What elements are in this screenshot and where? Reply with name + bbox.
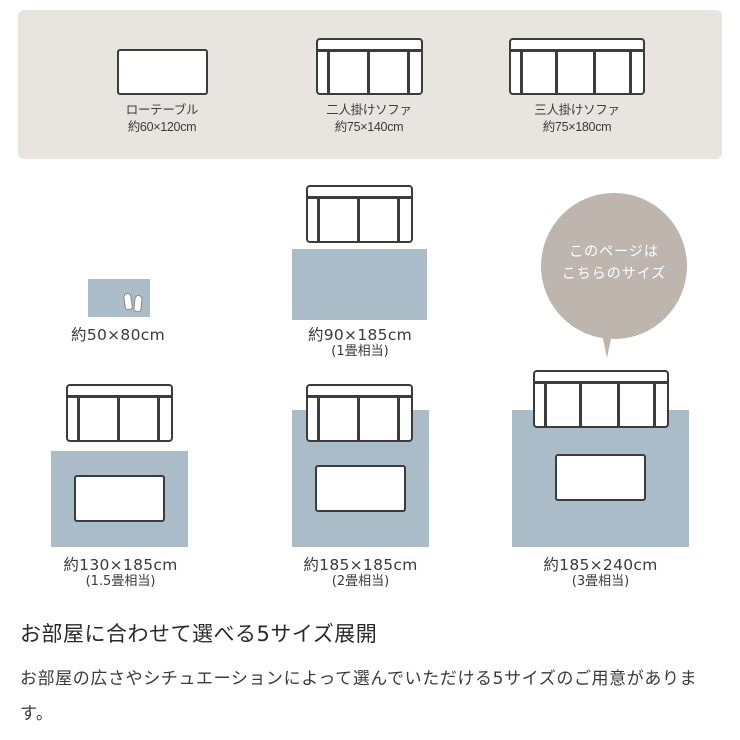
two-seat-sofa-icon: [66, 384, 173, 442]
size-label-130x185: 約130×185cm (1.5畳相当): [48, 556, 193, 590]
low-table-icon: [74, 475, 165, 522]
two-seat-sofa-icon: [306, 384, 413, 442]
size-label-185x185: 約185×185cm (2畳相当): [288, 556, 433, 590]
legend-label: 三人掛けソファ: [534, 103, 620, 117]
size-label-185x240: 約185×240cm (3畳相当): [528, 556, 673, 590]
rug-90x185: [292, 249, 427, 320]
size-label-50x80: 約50×80cm: [48, 326, 188, 344]
low-table-icon: [315, 465, 406, 512]
section-description: お部屋の広さやシチュエーションによって選んでいただける5サイズのご用意があります…: [20, 669, 698, 724]
section-heading: お部屋に合わせて選べる5サイズ展開: [20, 622, 378, 646]
two-seat-sofa-icon: [316, 38, 423, 95]
three-seat-sofa-icon: [509, 38, 645, 95]
legend-item-low-table: ローテーブル 約60×120cm: [92, 102, 232, 136]
legend-size: 約60×120cm: [127, 120, 197, 134]
legend-item-three-seat-sofa: 三人掛けソファ 約75×180cm: [507, 102, 647, 136]
legend-size: 約75×140cm: [334, 120, 404, 134]
callout-pointer: [602, 334, 612, 358]
size-dimensions: 約90×185cm: [307, 326, 413, 344]
low-table-icon: [117, 49, 208, 95]
legend-label: ローテーブル: [125, 103, 199, 117]
tatami-equivalent: (1.5畳相当): [85, 574, 156, 589]
tatami-equivalent: (2畳相当): [331, 574, 390, 589]
three-seat-sofa-icon: [533, 370, 669, 428]
size-dimensions: 約50×80cm: [71, 326, 165, 344]
low-table-icon: [555, 454, 646, 501]
size-dimensions: 約185×185cm: [303, 556, 418, 574]
two-seat-sofa-icon: [306, 185, 413, 243]
size-dimensions: 約130×185cm: [63, 556, 178, 574]
size-label-90x185: 約90×185cm (1畳相当): [290, 326, 430, 360]
size-dimensions: 約185×240cm: [543, 556, 658, 574]
tatami-equivalent: (1畳相当): [331, 344, 389, 359]
callout-line-1: このページは: [569, 244, 659, 260]
callout-line-2: こちらのサイズ: [561, 266, 667, 282]
legend-label: 二人掛けソファ: [326, 103, 412, 117]
tatami-equivalent: (3畳相当): [571, 574, 630, 589]
current-size-callout-bubble: [541, 193, 687, 339]
callout-text: このページは こちらのサイズ: [541, 241, 687, 285]
legend-item-two-seat-sofa: 二人掛けソファ 約75×140cm: [299, 102, 439, 136]
legend-size: 約75×180cm: [542, 120, 612, 134]
